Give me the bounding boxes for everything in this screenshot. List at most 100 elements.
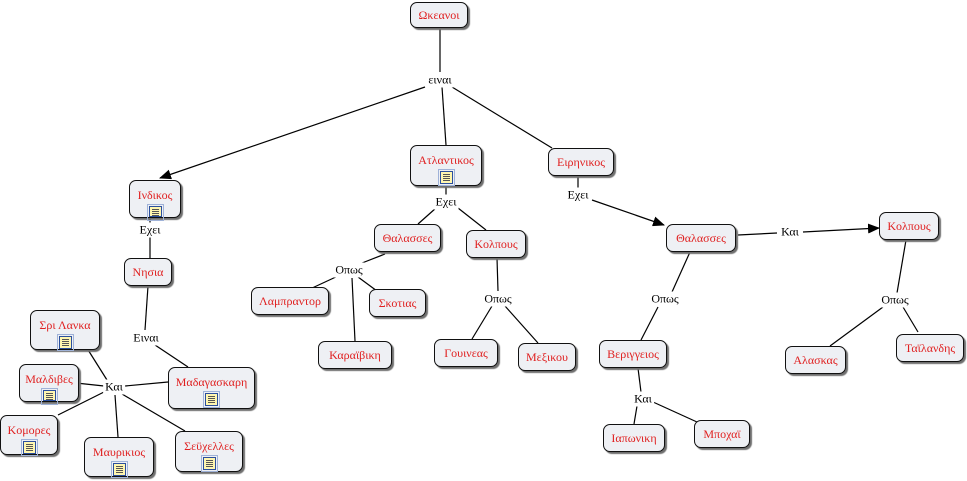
link-kai-veringeios: Και (632, 391, 654, 407)
link-exei-indikos: Εχει (137, 222, 163, 238)
edge-nisia-einai (144, 285, 149, 331)
concept-seychelles[interactable]: Σεϋχελλες (175, 431, 243, 472)
concept-label: Κολπους (887, 218, 931, 233)
link-opos-kolpous-atl: Οπως (482, 291, 514, 307)
concept-label: Ωκεανοι (418, 7, 460, 22)
edge-kolpous-opos (896, 239, 907, 294)
concept-label: Σρι Λανκα (39, 318, 91, 332)
link-kai-nisia: Και (103, 379, 125, 395)
edge-opos-alaskas (829, 306, 884, 347)
concept-label: Μαδαγασκαρη (175, 375, 248, 389)
concept-label: Ιαπωνικη (611, 430, 657, 445)
concept-label: Μεξικου (525, 349, 568, 364)
concept-label: Σκοτιας (378, 295, 417, 310)
concept-label: Μποχαϊ (703, 426, 741, 441)
edge-exei-kolpous (457, 207, 487, 231)
concept-sri-lanka[interactable]: Σρι Λανκα (30, 310, 100, 351)
edge-thalasses-opos (671, 251, 691, 293)
edge-opos-tailandis (902, 306, 919, 333)
edge-opos-mexikou (504, 305, 539, 344)
link-opos-thalasses-atl: Οπως (333, 262, 365, 278)
edge-opos-skotias (357, 276, 378, 292)
link-opos-thalasses-eir: Οπως (649, 291, 681, 307)
edge-opos-veringeios (640, 306, 659, 341)
concept-label: Ειρηνικος (556, 154, 605, 169)
edge-kai-komores (57, 391, 105, 416)
concept-atlantikos[interactable]: Ατλαντικος (410, 145, 482, 186)
edge-opos-gouineas (471, 305, 493, 340)
concept-okeanoi[interactable]: Ωκεανοι (410, 2, 468, 28)
edge-kai-iaponiki (633, 405, 638, 425)
resource-document-icon[interactable] (437, 169, 455, 186)
link-kai-eirinikos: Και (779, 224, 801, 240)
concept-label: Κομορες (7, 423, 51, 437)
concept-bohai[interactable]: Μποχαϊ (694, 420, 750, 448)
resource-document-icon[interactable] (40, 388, 58, 405)
concept-karaiviki[interactable]: Καραϊβικη (318, 341, 392, 369)
edge-kai-seychelles (121, 393, 186, 432)
concept-label: Λαμπραντορ (259, 293, 321, 308)
edge-opos-karaiviki (351, 277, 356, 342)
concept-mavrikios[interactable]: Μαυρικιος (84, 437, 154, 478)
concept-alaskas[interactable]: Αλασκας (785, 346, 846, 374)
link-exei-atlantikos: Εχει (433, 194, 459, 210)
concept-label: Μαλδιβες (25, 372, 73, 386)
concept-maldives[interactable]: Μαλδιβες (19, 364, 79, 405)
edge-einai-madagaskari (154, 344, 189, 368)
edge-kai-mavrikios (114, 394, 119, 438)
concept-label: Θαλασσες (382, 230, 433, 245)
concept-madagaskari[interactable]: Μαδαγασκαρη (168, 367, 255, 409)
concept-kolpous-eirinikos[interactable]: Κολπους (879, 212, 939, 240)
edge-exei-thalasses (417, 207, 437, 225)
edge-madagaskari-kai (124, 381, 169, 387)
concept-kolpous-atlantikos[interactable]: Κολπους (466, 230, 526, 258)
concept-label: Αλασκας (793, 352, 838, 367)
concept-label: Γουινεας (444, 345, 488, 360)
concept-indikos[interactable]: Ινδικος (129, 180, 181, 221)
concept-komores[interactable]: Κομορες (0, 415, 58, 456)
edge-einai-atlantikos (441, 86, 447, 146)
edge-exei-thalasses (591, 199, 665, 227)
concept-labrador[interactable]: Λαμπραντορ (251, 287, 329, 315)
concept-thalasses-atlantikos[interactable]: Θαλασσες (374, 224, 441, 252)
concept-tailandis[interactable]: Ταϊλανδης (896, 334, 964, 362)
resource-document-icon[interactable] (203, 391, 220, 408)
concept-label: Θαλασσες (676, 230, 726, 245)
concept-nisia[interactable]: Νησια (124, 258, 172, 286)
edge-kai-bohai (652, 401, 698, 423)
resource-document-icon[interactable] (56, 334, 74, 351)
concept-veringeios[interactable]: Βεριγγειος (599, 340, 667, 368)
edge-kai-maldives (75, 382, 105, 387)
edge-einai-indikos (159, 86, 426, 180)
edge-kai-kolpous (802, 223, 880, 234)
link-einai-nisia: Ειναι (131, 330, 161, 346)
concept-label: Ατλαντικος (418, 153, 474, 167)
edge-einai-eirinikos (451, 86, 553, 149)
concept-skotias[interactable]: Σκοτιας (369, 289, 426, 317)
concept-label: Μαυρικιος (92, 445, 146, 459)
concept-gouineas[interactable]: Γουινεας (434, 339, 498, 367)
edge-thalasses-opos (361, 253, 386, 264)
concept-thalasses-eirinikos[interactable]: Θαλασσες (666, 224, 736, 252)
concept-label: Κολπους (474, 236, 518, 251)
link-exei-eirinikos: Εχει (565, 187, 591, 203)
edge-kai-srilanka (84, 344, 108, 381)
concept-label: Καραϊβικη (329, 347, 381, 362)
edge-thalasses-kai (737, 232, 778, 236)
edge-veringeios-kai (637, 367, 642, 393)
link-einai-top: ειναι (426, 72, 454, 88)
concept-eirinikos[interactable]: Ειρηνικος (548, 148, 614, 176)
edge-kolpous-opos (496, 257, 499, 292)
concept-mexikou[interactable]: Μεξικου (518, 343, 576, 371)
edge-opos-labrador (309, 275, 339, 290)
concept-label: Ινδικος (137, 188, 173, 202)
concept-iaponiki[interactable]: Ιαπωνικη (603, 424, 665, 452)
concept-label: Νησια (132, 264, 164, 279)
resource-document-icon[interactable] (110, 461, 128, 478)
resource-document-icon[interactable] (20, 439, 38, 456)
resource-document-icon[interactable] (200, 455, 218, 472)
concept-label: Σεϋχελλες (184, 439, 234, 453)
resource-document-icon[interactable] (146, 204, 164, 221)
concept-label: Βεριγγειος (607, 346, 659, 361)
